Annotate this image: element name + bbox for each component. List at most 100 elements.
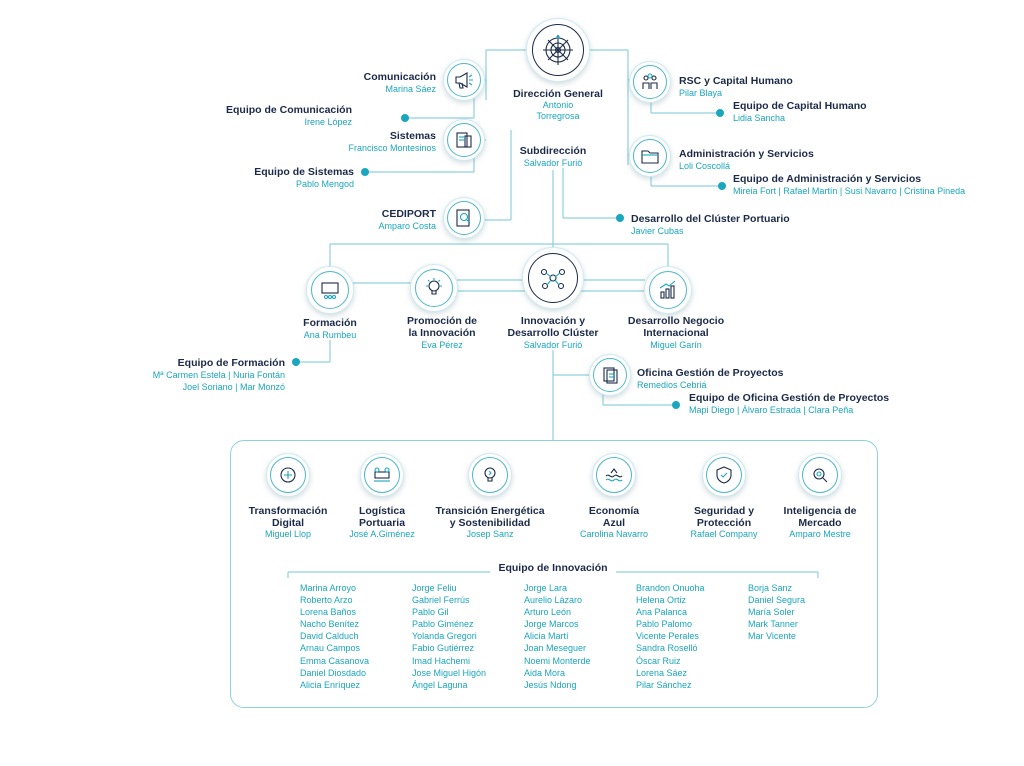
team-member: Lorena Sáez	[636, 667, 688, 678]
team-column: Brandon Onuoha Helena Ortiz Ana Palanca …	[636, 582, 705, 691]
innovacion-title-line2: Desarrollo Clúster	[507, 327, 599, 339]
area-name: Miguel Llop	[264, 529, 312, 539]
team-member: Ana Palanca	[636, 607, 688, 618]
innovacion-title-line1: Innovación y	[520, 315, 586, 327]
connector-dot	[718, 182, 726, 190]
negocio-title-line2: Internacional	[643, 327, 709, 339]
promocion-name: Eva Pérez	[421, 340, 463, 350]
equipo-formacion-title: Equipo de Formación	[177, 357, 285, 369]
network-icon	[540, 268, 566, 290]
folder-icon	[641, 150, 659, 164]
team-member: Daniel Segura	[748, 595, 806, 606]
team-member: Joan Meseguer	[524, 643, 587, 654]
area-name: Josep Sanz	[466, 529, 514, 539]
area-title-line1: Economía	[588, 505, 640, 517]
equipo-oficina-title: Equipo de Oficina Gestión de Proyectos	[689, 392, 890, 404]
area-name: José A.Giménez	[349, 529, 415, 539]
team-member: Lorena Baños	[300, 607, 357, 618]
comunicacion-name: Marina Sáez	[385, 84, 436, 94]
innovacion-node	[522, 247, 584, 309]
area-name: Carolina Navarro	[579, 529, 649, 539]
desarrollo-cluster-title: Desarrollo del Clúster Portuario	[631, 213, 790, 225]
team-member: Pilar Sánchez	[636, 679, 692, 690]
connector-dot	[401, 114, 409, 122]
equipo-formacion-line1: Mª Carmen Estela | Nuria Fontán	[152, 370, 285, 380]
administracion-title: Administración y Servicios	[679, 148, 814, 160]
security-icon	[716, 466, 732, 484]
classroom-icon	[321, 282, 339, 300]
team-member: Borja Sanz	[748, 583, 793, 593]
equipo-sistemas-title: Equipo de Sistemas	[254, 166, 354, 178]
area-name: Rafael Company	[690, 529, 758, 539]
team-member: Daniel Diosdado	[300, 667, 367, 678]
direccion-general-title: Dirección General	[513, 88, 603, 100]
team-member: Arturo León	[524, 607, 572, 618]
sistemas-node	[443, 119, 485, 161]
connector-dot	[292, 358, 300, 366]
negocio-title-line1: Desarrollo Negocio	[627, 315, 725, 327]
team-member: Nacho Benítez	[300, 619, 360, 630]
equipo-capital-title: Equipo de Capital Humano	[733, 100, 867, 112]
innovacion-name: Salvador Furió	[523, 340, 583, 350]
team-member: Ángel Laguna	[412, 679, 468, 690]
team-member: Pablo Gil	[412, 607, 449, 618]
area-title-line1: Seguridad y	[693, 505, 755, 517]
connector-dot	[716, 109, 724, 117]
digital-transformation-icon	[280, 467, 296, 483]
team-member: Roberto Arzo	[300, 595, 353, 606]
comunicacion-node	[443, 59, 485, 101]
team-column: Marina Arroyo Roberto Arzo Lorena Baños …	[300, 582, 369, 691]
team-member: Alicia Martí	[524, 631, 569, 642]
team-member: Arnau Campos	[300, 643, 361, 654]
team-member: Helena Ortiz	[636, 595, 687, 606]
energy-icon	[484, 467, 496, 482]
team-member: Jorge Lara	[524, 583, 568, 593]
market-intelligence-icon	[813, 468, 828, 483]
team-member: Jose Miguel Higón	[412, 667, 487, 678]
subdireccion-title: Subdirección	[519, 145, 587, 157]
formacion-title: Formación	[303, 317, 357, 329]
team-member: Emma Casanova	[300, 655, 370, 666]
negocio-node	[644, 266, 692, 314]
people-icon	[642, 73, 658, 89]
team-member: Noemi Monterde	[524, 655, 591, 666]
connector-dot	[616, 214, 624, 222]
team-member: Aida Mora	[524, 667, 566, 678]
team-column: Jorge Lara Aurelio Lázaro Arturo León Jo…	[524, 582, 591, 691]
oficina-node	[589, 354, 631, 396]
area-node-energia	[468, 453, 512, 497]
team-member: María Soler	[748, 607, 795, 618]
team-member: Marina Arroyo	[300, 583, 357, 593]
promocion-title-line2: la Innovación	[408, 327, 476, 339]
formacion-name: Ana Rumbeu	[303, 330, 357, 340]
promocion-node	[410, 264, 458, 312]
area-name: Amparo Mestre	[789, 529, 851, 539]
promocion-title-line1: Promoción de	[406, 315, 478, 327]
team-member: Jorge Marcos	[524, 619, 579, 630]
server-icon	[456, 132, 472, 148]
area-title-line2: Mercado	[798, 517, 842, 529]
logistics-icon	[374, 467, 390, 482]
team-member: Mark Tanner	[748, 619, 798, 630]
equipo-capital-name: Lidia Sancha	[733, 113, 786, 123]
equipo-oficina-names: Mapi Diego | Álvaro Estrada | Clara Peña	[689, 405, 854, 415]
team-member: Óscar Ruiz	[636, 655, 681, 666]
area-title-line2: Protección	[696, 517, 752, 529]
equipo-comunicacion-title: Equipo de Comunicación	[225, 104, 352, 116]
area-node-transformacion	[266, 453, 310, 497]
area-title-line2: y Sostenibilidad	[449, 517, 531, 529]
team-member: Imad Hachemi	[412, 655, 471, 666]
oficina-title: Oficina Gestión de Proyectos	[637, 367, 784, 379]
area-node-logistica	[360, 453, 404, 497]
team-member: David Calduch	[300, 631, 359, 642]
megaphone-icon	[455, 72, 473, 89]
equipo-admin-title: Equipo de Administración y Servicios	[733, 173, 922, 185]
lightbulb-icon	[426, 278, 442, 295]
area-title-line1: Inteligencia de	[783, 505, 857, 517]
connector-dot	[672, 401, 680, 409]
team-member: Vicente Perales	[636, 631, 699, 642]
team-member: Fabio Gutiérrez	[412, 643, 475, 654]
team-member: Jesús Ndong	[524, 679, 577, 690]
sistemas-name: Francisco Montesinos	[348, 143, 436, 153]
team-member: Mar Vicente	[748, 631, 796, 642]
